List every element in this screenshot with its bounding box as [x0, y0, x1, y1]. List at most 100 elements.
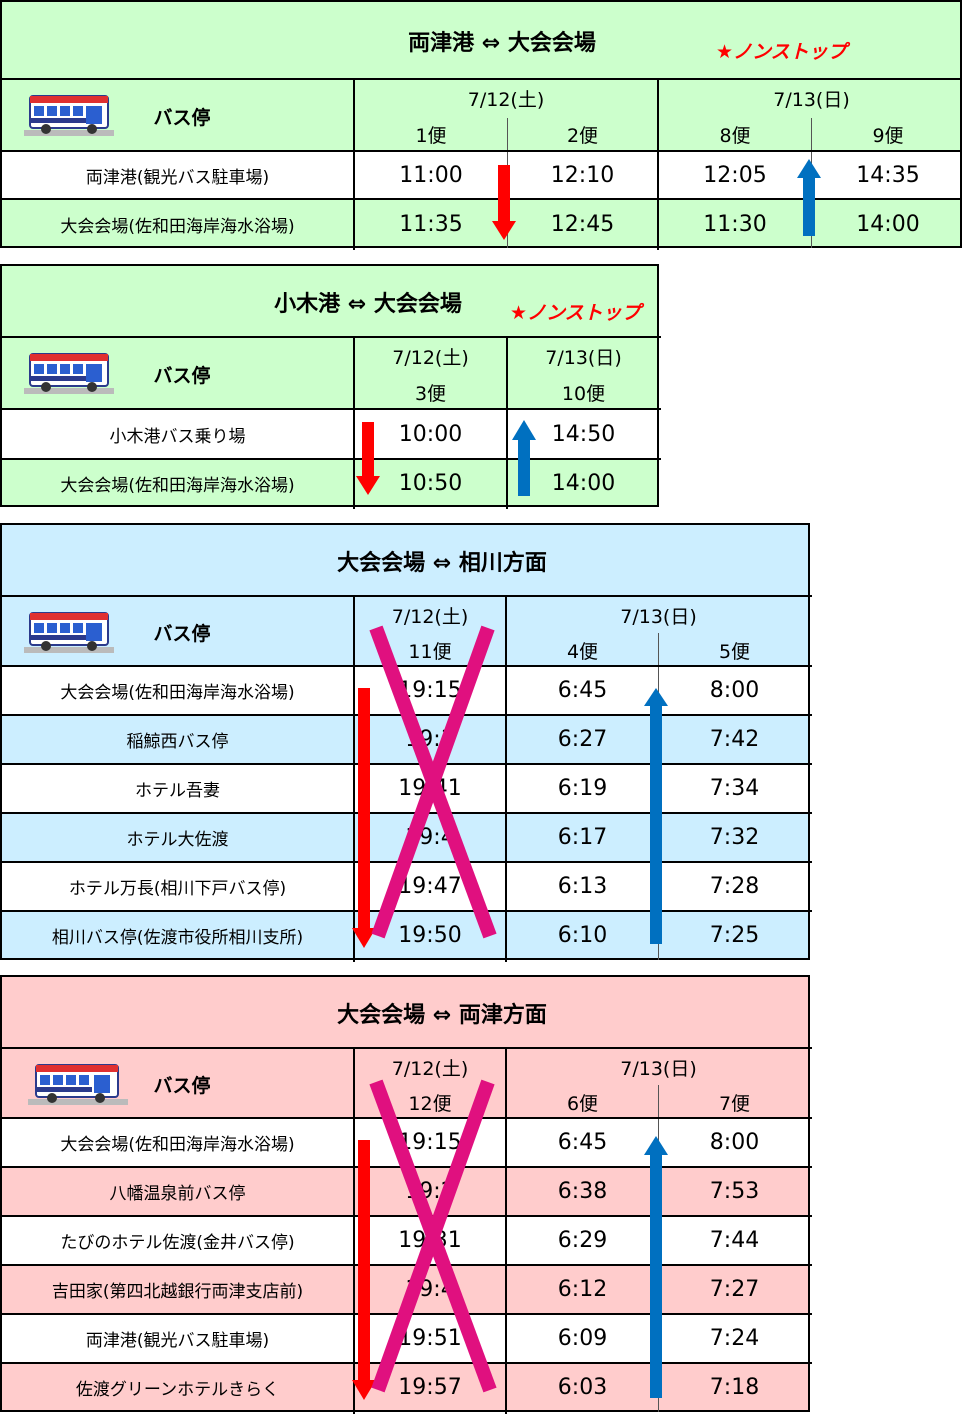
time-cell: 10:00 [398, 421, 463, 447]
time-cell: 6:10 [557, 923, 608, 948]
stop-name: ホテル吾妻 [135, 781, 220, 801]
cancelled-cross-icon [369, 1079, 497, 1393]
date-header-1: 7/12(土) [467, 88, 545, 111]
busstop-header: バス停 [153, 1074, 211, 1097]
table-row [2, 765, 808, 812]
time-cell: 7:34 [709, 776, 760, 801]
date-header-2: 7/13(日) [773, 88, 850, 111]
time-cell: 7:32 [709, 825, 760, 850]
up-arrow-icon [644, 1136, 668, 1398]
timetable-ryotsu-venue: 両津港 ⇔ 大会会場 ★ノンストップ バス停 7/12(土) 7/13(日) 1… [0, 0, 962, 250]
time-cell: 14:00 [856, 211, 920, 237]
time-cell: 6:09 [557, 1326, 608, 1351]
flight-header: 11便 [408, 640, 452, 663]
timetable-venue-aikawa: 大会会場 ⇔ 相川方面 バス停 7/12(土) 7/13(日) 11便 4便 5… [0, 523, 812, 962]
date-header-1: 7/12(土) [391, 605, 469, 628]
flight-header: 5便 [718, 640, 751, 663]
flight-header: 2便 [566, 124, 599, 147]
flight-header: 9便 [872, 124, 904, 147]
time-cell: 6:45 [557, 1130, 608, 1155]
time-cell: 6:19 [557, 776, 608, 801]
cancelled-cross-icon [369, 625, 497, 939]
time-cell: 14:35 [856, 162, 920, 188]
flight-header: 1便 [415, 124, 447, 147]
down-arrow-icon [356, 422, 380, 495]
time-cell: 11:00 [399, 162, 463, 188]
time-cell: 7:44 [709, 1228, 760, 1253]
date-header-2: 7/13(日) [620, 1057, 697, 1080]
busstop-header: バス停 [153, 106, 211, 129]
stop-name: 小木港バス乗り場 [109, 426, 246, 447]
table-row [2, 1217, 808, 1264]
time-cell: 7:28 [709, 874, 760, 899]
time-cell: 6:27 [557, 727, 608, 752]
stop-name: 大会会場(佐和田海岸海水浴場) [60, 1135, 295, 1155]
stop-name: 大会会場(佐和田海岸海水浴場) [60, 683, 295, 703]
table-row [2, 410, 657, 458]
time-cell: 7:25 [709, 923, 760, 948]
time-cell: 19:47 [398, 874, 462, 899]
time-cell: 6:12 [557, 1277, 608, 1302]
time-cell: 14:00 [551, 471, 616, 496]
bus-icon [24, 609, 114, 659]
nonstop-badge: ★ノンストップ [716, 41, 847, 63]
time-cell: 11:35 [399, 211, 463, 237]
stop-name: 吉田家(第四北越銀行両津支店前) [51, 1282, 304, 1302]
flight-header: 4便 [566, 640, 599, 663]
bus-icon [24, 92, 114, 142]
stop-name: 両津港(観光バス駐車場) [85, 1331, 270, 1351]
date-header-2: 7/13(日) [620, 605, 697, 628]
date-header-1: 7/12(土) [392, 346, 469, 369]
stop-name: 両津港(観光バス駐車場) [85, 167, 270, 188]
time-cell: 10:50 [398, 471, 463, 496]
stop-name: 佐渡グリーンホテルきらく [75, 1380, 280, 1400]
bus-icon [28, 1061, 128, 1111]
time-cell: 6:29 [557, 1228, 608, 1253]
stop-name: 稲鯨西バス停 [126, 732, 229, 752]
time-cell: 6:17 [557, 825, 608, 850]
down-arrow-icon [352, 688, 376, 948]
stop-name: たびのホテル佐渡(金井バス停) [60, 1233, 295, 1253]
table-title: 大会会場 ⇔ 両津方面 [337, 1003, 547, 1028]
time-cell: 7:27 [709, 1277, 760, 1302]
date-header-1: 7/12(土) [391, 1057, 469, 1080]
stop-name: 大会会場(佐和田海岸海水浴場) [60, 216, 295, 237]
stop-name: ホテル万長(相川下戸バス停) [68, 879, 287, 899]
time-cell: 6:38 [557, 1179, 608, 1204]
time-cell: 19:51 [398, 1326, 462, 1351]
time-cell: 6:13 [557, 874, 608, 899]
down-arrow-icon [352, 1140, 376, 1400]
table-title: 小木港 ⇔ 大会会場 [274, 292, 462, 317]
flight-header: 7便 [718, 1092, 751, 1115]
table-title: 両津港 ⇔ 大会会場 [408, 31, 596, 56]
time-cell: 6:45 [557, 678, 608, 703]
time-cell: 7:42 [709, 727, 760, 752]
stop-name: 大会会場(佐和田海岸海水浴場) [60, 476, 295, 496]
time-cell: 12:10 [550, 162, 615, 188]
flight-header: 10便 [561, 382, 606, 405]
timetable-ogi-venue: 小木港 ⇔ 大会会場 ★ノンストップ バス停 7/12(土) 7/13(日) 3… [0, 264, 661, 509]
time-cell: 7:24 [709, 1326, 760, 1351]
up-arrow-icon [512, 420, 536, 496]
stop-name: 相川バス停(佐渡市役所相川支所) [51, 928, 304, 948]
busstop-header: バス停 [153, 622, 211, 645]
bus-icon [24, 350, 114, 400]
time-cell: 11:30 [703, 211, 767, 237]
flight-header: 6便 [566, 1092, 599, 1115]
time-cell: 19:57 [398, 1375, 462, 1400]
flight-header: 12便 [408, 1092, 452, 1115]
table-title: 大会会場 ⇔ 相川方面 [337, 551, 547, 576]
up-arrow-icon [644, 688, 668, 944]
stop-name: 八幡温泉前バス停 [109, 1184, 246, 1204]
flight-header: 8便 [719, 124, 751, 147]
nonstop-badge: ★ノンストップ [510, 302, 641, 324]
time-cell: 7:18 [709, 1375, 760, 1400]
time-cell: 6:03 [557, 1375, 608, 1400]
time-cell: 7:53 [709, 1179, 760, 1204]
time-cell: 12:45 [550, 211, 615, 237]
time-cell: 12:05 [703, 162, 767, 188]
flight-header: 3便 [414, 382, 447, 405]
date-header-2: 7/13(日) [545, 346, 622, 369]
down-arrow-icon [492, 165, 516, 240]
